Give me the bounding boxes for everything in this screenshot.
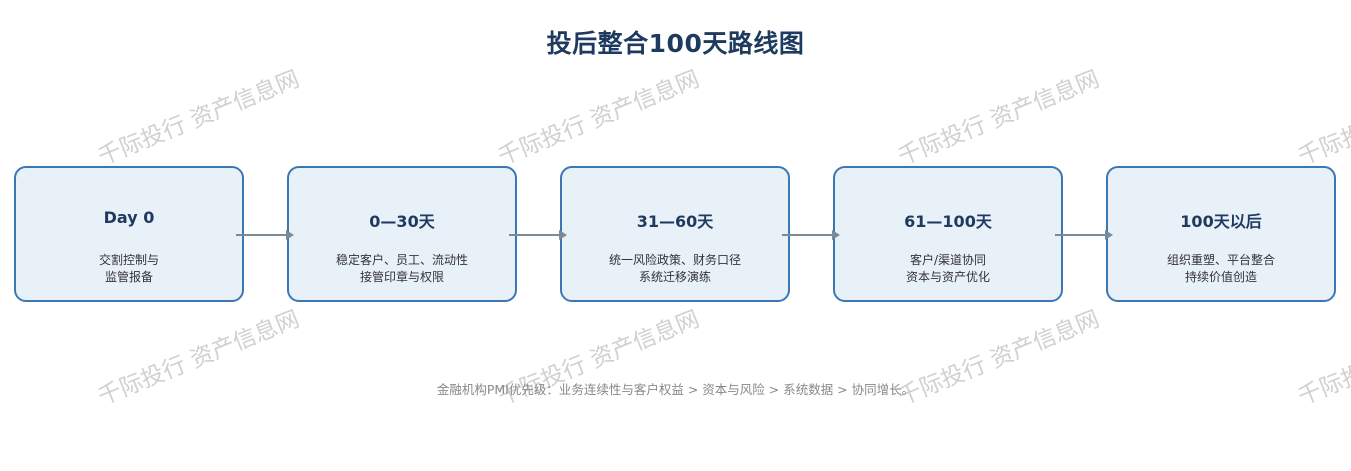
stage-description: 组织重塑、平台整合 持续价值创造 bbox=[1108, 252, 1334, 286]
stage-description: 客户/渠道协同 资本与资产优化 bbox=[835, 252, 1061, 286]
flow-arrow-icon bbox=[1055, 230, 1113, 240]
watermark-text: 千际投行 资产信息网 bbox=[1294, 66, 1351, 171]
stage-desc-line: 监管报备 bbox=[104, 270, 153, 284]
flow-arrow-icon bbox=[782, 230, 840, 240]
stage-description: 稳定客户、员工、流动性 接管印章与权限 bbox=[289, 252, 515, 286]
stage-desc-line: 资本与资产优化 bbox=[905, 270, 990, 284]
stage-title: 31—60天 bbox=[636, 212, 714, 231]
stage-title: 0—30天 bbox=[369, 212, 435, 231]
stage-box-after-100: 100天以后 组织重塑、平台整合 持续价值创造 bbox=[1106, 166, 1336, 302]
stage-box-61-100: 61—100天 客户/渠道协同 资本与资产优化 bbox=[833, 166, 1063, 302]
stage-desc-line: 统一风险政策、财务口径 bbox=[608, 253, 741, 267]
stage-title: 61—100天 bbox=[904, 212, 992, 231]
stage-desc-line: 稳定客户、员工、流动性 bbox=[335, 253, 468, 267]
stage-box-day0: Day 0 交割控制与 监管报备 bbox=[14, 166, 244, 302]
stage-desc-line: 持续价值创造 bbox=[1184, 270, 1257, 284]
stage-desc-line: 接管印章与权限 bbox=[359, 270, 444, 284]
stage-desc-line: 系统迁移演练 bbox=[638, 270, 711, 284]
watermark-text: 千际投行 资产信息网 bbox=[94, 66, 304, 171]
stage-description: 统一风险政策、财务口径 系统迁移演练 bbox=[562, 252, 788, 286]
stage-description: 交割控制与 监管报备 bbox=[16, 252, 242, 286]
stage-title: 100天以后 bbox=[1180, 212, 1262, 231]
page-title: 投后整合100天路线图 bbox=[546, 29, 805, 58]
stage-desc-line: 交割控制与 bbox=[98, 253, 159, 267]
stage-title: Day 0 bbox=[103, 208, 155, 227]
stage-desc-line: 组织重塑、平台整合 bbox=[1166, 253, 1275, 267]
stage-box-0-30: 0—30天 稳定客户、员工、流动性 接管印章与权限 bbox=[287, 166, 517, 302]
watermark-text: 千际投行 资产信息网 bbox=[894, 66, 1104, 171]
stage-box-31-60: 31—60天 统一风险政策、财务口径 系统迁移演练 bbox=[560, 166, 790, 302]
stage-desc-line: 客户/渠道协同 bbox=[909, 253, 987, 267]
footnote: 金融机构PMI优先级：业务连续性与客户权益 > 资本与风险 > 系统数据 > 协… bbox=[436, 382, 915, 397]
watermark-text: 千际投行 资产信息网 bbox=[494, 66, 704, 171]
flow-arrow-icon bbox=[509, 230, 567, 240]
flow-arrow-icon bbox=[236, 230, 294, 240]
